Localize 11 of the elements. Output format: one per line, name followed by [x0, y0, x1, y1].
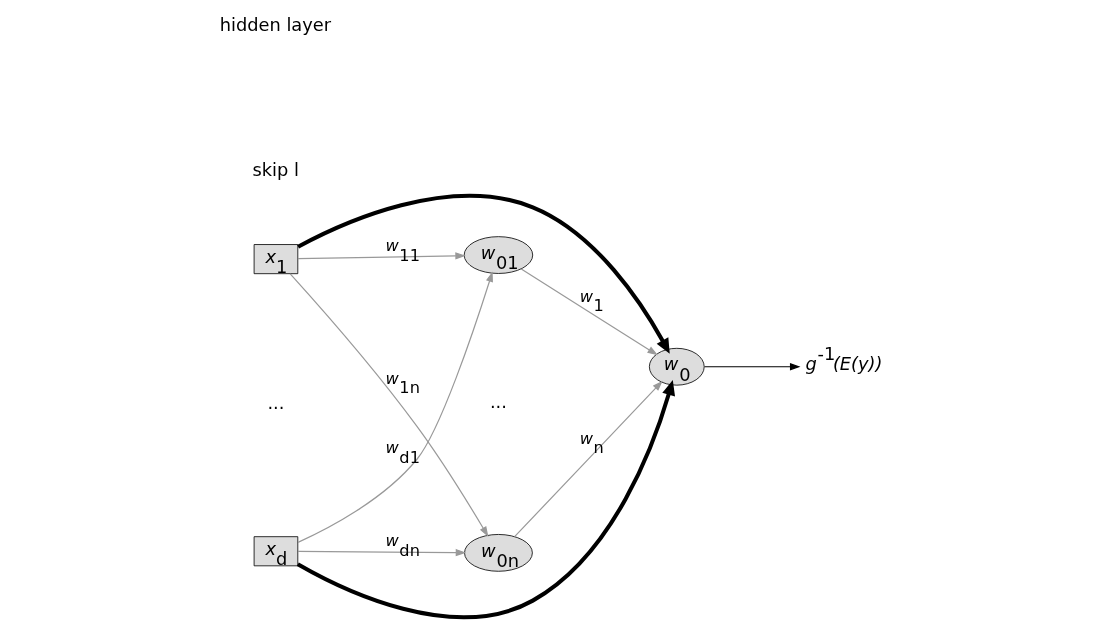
label: skip l [252, 159, 299, 181]
label: ... [267, 392, 285, 414]
arrow [297, 252, 466, 260]
label: ... [489, 391, 507, 413]
label: hidden layer [219, 13, 332, 35]
arrow [520, 268, 658, 356]
arrow [514, 380, 663, 538]
arrow [296, 380, 676, 620]
arrow [297, 548, 467, 557]
arrow [297, 193, 670, 354]
arrow [703, 363, 801, 371]
